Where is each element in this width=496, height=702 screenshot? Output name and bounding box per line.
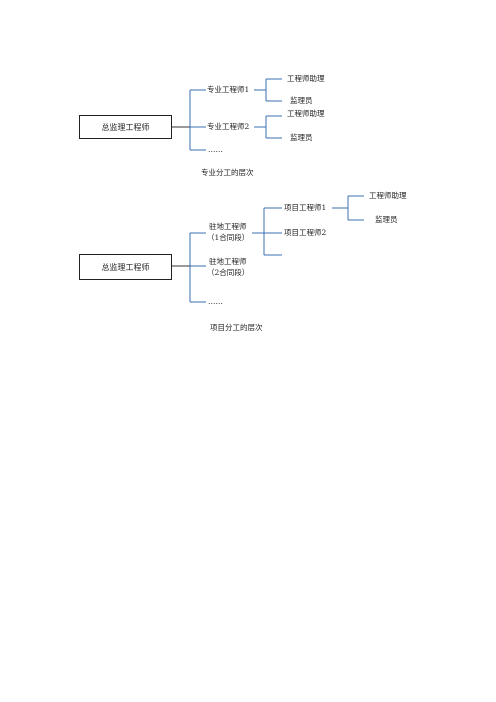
d1-node-engineer-1: 专业工程师1 — [207, 85, 250, 94]
d1-node-supervisor-1: 监理员 — [290, 96, 313, 105]
root-node-2: 总监理工程师 — [79, 254, 172, 280]
d1-node-engineer-2: 专业工程师2 — [207, 122, 250, 131]
d2-node-supervisor: 监理员 — [375, 215, 398, 224]
d2-node-resident-2-name: 驻地工程师 — [209, 257, 247, 266]
caption-1: 专业分工的层次 — [201, 168, 254, 177]
d1-node-supervisor-2: 监理员 — [290, 133, 313, 142]
d2-node-resident-1-section: （1合同段） — [207, 233, 250, 242]
d2-node-ellipsis: …… — [208, 297, 223, 306]
d2-node-project-engineer-1: 项目工程师1 — [284, 203, 327, 212]
d2-node-assistant: 工程师助理 — [369, 191, 407, 200]
d1-node-assistant-2: 工程师助理 — [287, 109, 325, 118]
d1-node-ellipsis: …… — [208, 145, 223, 154]
d2-node-resident-1-name: 驻地工程师 — [209, 222, 247, 231]
caption-2: 项目分工的层次 — [210, 323, 263, 332]
root-node-1: 总监理工程师 — [79, 115, 172, 139]
d2-node-project-engineer-2: 项目工程师2 — [284, 228, 327, 237]
d1-node-assistant-1: 工程师助理 — [287, 74, 325, 83]
d2-node-resident-2-section: （2合同段） — [207, 268, 250, 277]
